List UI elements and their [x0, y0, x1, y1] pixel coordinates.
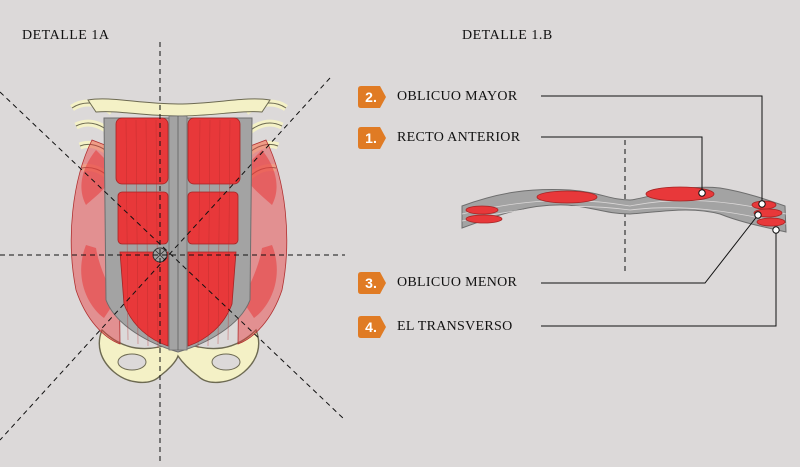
guide-lines-1a: [0, 42, 346, 462]
tag-number: 2.: [365, 89, 377, 105]
cross-section: [461, 95, 787, 327]
label-oblicuo-mayor: OBLICUO MAYOR: [397, 89, 518, 104]
tag-number: 3.: [365, 275, 377, 291]
marker-transverse: [772, 226, 780, 234]
rectus-section-left: [536, 190, 598, 204]
torso-illustration: [70, 98, 288, 383]
label-oblicuo-menor: OBLICUO MENOR: [397, 275, 518, 290]
marker-oblique-major: [758, 200, 766, 208]
pelvis-hole-left: [117, 353, 147, 371]
tag-oblicuo-menor: 3.: [358, 272, 388, 294]
rectus-section-right: [645, 186, 715, 202]
detail-1a-heading: DETALLE 1A: [22, 28, 110, 43]
marker-oblique-minor: [754, 211, 762, 219]
rib-cage-top: [87, 98, 271, 117]
tag-recto-anterior: 1.: [358, 127, 388, 149]
label-el-transverso: EL TRANSVERSO: [397, 319, 513, 334]
tag-el-transverso: 4.: [358, 316, 388, 338]
tag-number: 4.: [365, 319, 377, 335]
marker-rectus: [698, 189, 706, 197]
leader-lines: [541, 95, 777, 327]
tag-number: 1.: [365, 130, 377, 146]
label-recto-anterior: RECTO ANTERIOR: [397, 130, 521, 145]
pelvis-hole-right: [211, 353, 241, 371]
rectus-abdominis: [115, 117, 241, 347]
tag-oblicuo-mayor: 2.: [358, 86, 388, 108]
detail-1b-heading: DETALLE 1.B: [462, 28, 553, 43]
